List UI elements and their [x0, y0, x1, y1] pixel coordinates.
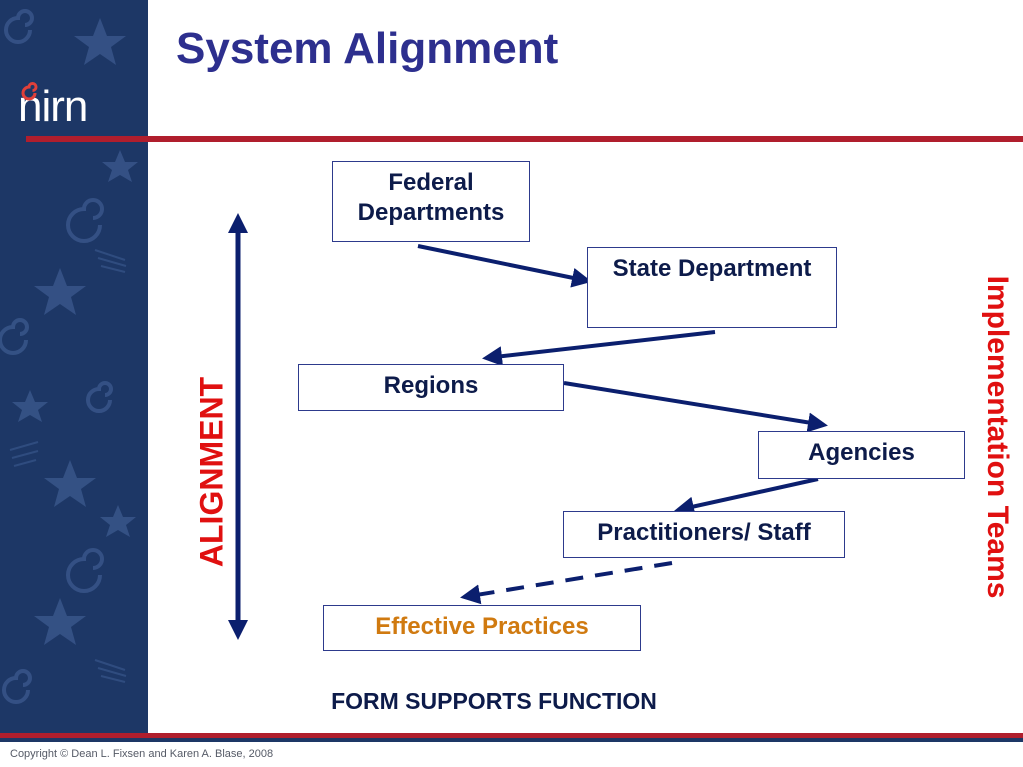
footer-divider-blue: [0, 738, 1023, 742]
star-icon: [44, 460, 96, 507]
sidebar-pattern: nirn: [0, 0, 148, 736]
logo-text: nirn: [18, 82, 88, 131]
box-regions: Regions: [298, 364, 564, 411]
box-state-department: State Department: [587, 247, 837, 328]
swirl-icon: [86, 381, 113, 413]
swirl-icon: [2, 669, 32, 704]
arrow-agencies-to-practitioners: [674, 477, 819, 517]
box-practitioners-staff: Practitioners/ Staff: [563, 511, 845, 558]
copyright-text: Copyright © Dean L. Fixsen and Karen A. …: [10, 748, 274, 760]
swirl-icon: [66, 198, 104, 243]
arrow-federal-to-state: [417, 244, 592, 288]
box-agencies: Agencies: [758, 431, 965, 479]
title-divider: [26, 136, 1023, 142]
footer-divider-red: [0, 733, 1023, 738]
implementation-teams-label: Implementation Teams: [981, 275, 1014, 599]
swirl-icon: [0, 318, 29, 355]
arrow-state-to-regions: [482, 330, 716, 367]
box-federal-departments: Federal Departments: [332, 161, 530, 242]
star-icon: [100, 505, 136, 537]
arrow-practitioners-to-effective: [460, 561, 673, 605]
box-effective-practices: Effective Practices: [323, 605, 641, 651]
logo-mark-icon: [21, 82, 38, 101]
alignment-double-arrow: [228, 213, 248, 640]
alignment-label: ALIGNMENT: [193, 376, 230, 568]
page-title: System Alignment: [176, 24, 559, 73]
nirn-logo: nirn: [18, 82, 88, 132]
swirl-icon: [66, 548, 104, 593]
arrow-regions-to-agencies: [563, 381, 828, 433]
star-icon: [34, 598, 86, 645]
star-icon: [34, 268, 86, 315]
star-icon: [74, 18, 126, 65]
swirl-icon: [4, 9, 34, 44]
sidebar-decoration: [0, 9, 138, 704]
star-icon: [12, 390, 48, 422]
form-supports-function-caption: FORM SUPPORTS FUNCTION: [331, 688, 657, 714]
star-icon: [102, 150, 138, 182]
